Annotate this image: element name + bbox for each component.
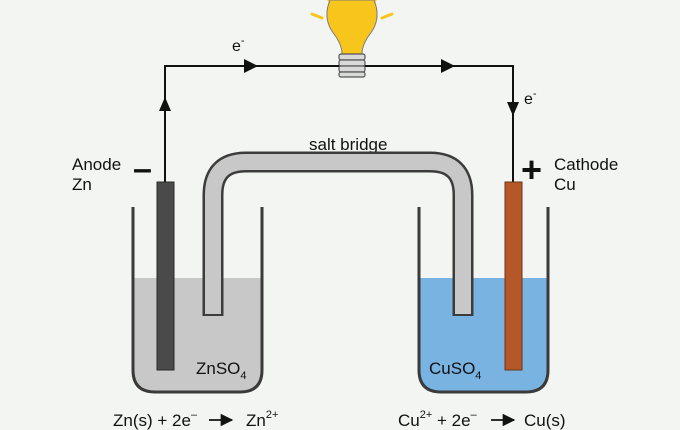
cathode-equation: Cu2+ + 2e– Cu(s) <box>398 409 566 430</box>
circuit-wire <box>164 65 339 182</box>
svg-text:Zn2+: Zn2+ <box>246 409 278 430</box>
cathode-sign: + <box>521 149 542 190</box>
anode-title: Anode <box>72 155 121 174</box>
cathode-solution-label: CuSO4 <box>429 359 481 382</box>
cathode-metal: Cu <box>554 175 576 194</box>
anode-equation: Zn(s) + 2e– Zn2+ <box>113 409 278 430</box>
salt-bridge-tube <box>205 154 471 315</box>
anode-electrode <box>156 181 175 371</box>
light-bulb-icon <box>326 0 378 78</box>
bulb-glass <box>326 0 378 55</box>
right-beaker <box>417 207 550 394</box>
arrow-right-1 <box>244 59 258 73</box>
bulb-base <box>338 53 366 78</box>
salt-bridge-label: salt bridge <box>309 135 387 154</box>
anode-metal: Zn <box>72 175 92 194</box>
arrow-right-2 <box>441 59 455 73</box>
anode-sign: – <box>133 150 152 188</box>
circuit-wire-right <box>365 65 514 182</box>
arrow-down <box>507 102 519 116</box>
svg-text:Cu2+ + 2e–: Cu2+ + 2e– <box>398 409 478 430</box>
left-beaker <box>131 207 264 394</box>
svg-text:Cu(s): Cu(s) <box>524 411 566 430</box>
anode-solution-label: ZnSO4 <box>196 359 247 382</box>
svg-text:Zn(s) + 2e–: Zn(s) + 2e– <box>113 409 198 430</box>
arrow-up <box>159 97 171 111</box>
electron-label-right: e- <box>524 88 537 108</box>
cathode-title: Cathode <box>554 155 618 174</box>
electron-label-top: e- <box>232 35 245 55</box>
cathode-electrode <box>504 181 523 371</box>
